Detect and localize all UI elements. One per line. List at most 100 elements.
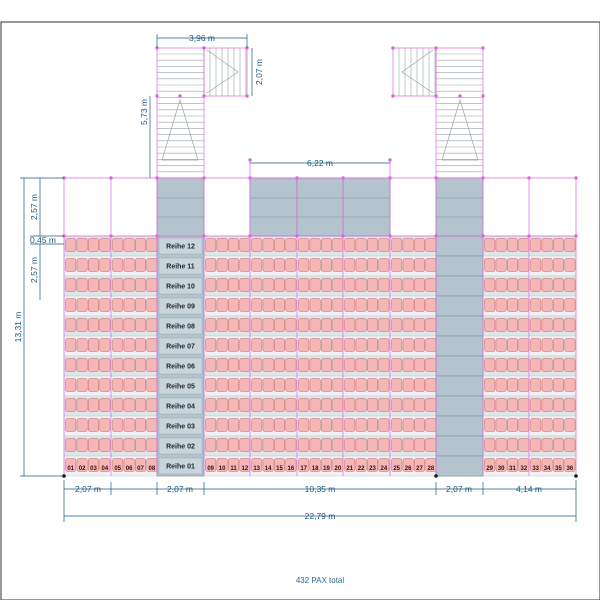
seat: [414, 358, 425, 372]
seat: [507, 398, 518, 412]
seat: [205, 338, 217, 352]
seat: [414, 298, 425, 312]
seat: [553, 338, 564, 352]
seat: [123, 358, 135, 372]
seat: [507, 438, 518, 452]
seat: [321, 318, 332, 332]
seat: [298, 318, 310, 332]
dim-upper-width: 6,22 m: [307, 158, 333, 168]
seat: [274, 338, 285, 352]
seat-number: 20: [335, 466, 342, 472]
seat: [112, 358, 124, 372]
seat: [309, 398, 321, 412]
aisle-cell: [435, 395, 484, 417]
seat: [332, 398, 344, 412]
seat: [309, 318, 321, 332]
seat: [378, 298, 390, 312]
seat: [298, 398, 310, 412]
dim-stair-length: 5,73 m: [139, 99, 149, 125]
seat: [484, 458, 496, 472]
guide-point: [434, 94, 438, 98]
seat: [99, 258, 111, 272]
seat: [530, 258, 542, 272]
seat: [495, 258, 507, 272]
seat: [391, 278, 403, 292]
seat: [274, 418, 285, 432]
seat: [239, 378, 251, 392]
seat: [378, 258, 390, 272]
aisle-cell: [435, 375, 484, 397]
seat: [146, 358, 158, 372]
guide-point: [155, 234, 159, 238]
seat: [530, 338, 542, 352]
seat: [112, 438, 124, 452]
seat: [65, 398, 77, 412]
seat: [484, 338, 496, 352]
seat: [402, 418, 414, 432]
seat: [367, 418, 378, 432]
seat: [355, 438, 367, 452]
seat: [239, 298, 251, 312]
seat: [518, 358, 530, 372]
seat: [495, 318, 507, 332]
seat: [553, 318, 564, 332]
seat: [88, 238, 99, 252]
seat: [321, 258, 332, 272]
row-label: Reihe 05: [166, 384, 195, 391]
seat: [239, 238, 251, 252]
seat: [507, 458, 518, 472]
seat: [495, 298, 507, 312]
seat: [425, 418, 437, 432]
seat: [205, 278, 217, 292]
seat: [402, 318, 414, 332]
seat: [495, 358, 507, 372]
seat: [88, 318, 99, 332]
row-label-box: [158, 237, 203, 255]
seat: [251, 358, 263, 372]
stair-left: [156, 47, 248, 179]
seat: [228, 298, 239, 312]
row-label: Reihe 06: [166, 364, 195, 371]
seat: [262, 298, 274, 312]
seat: [76, 418, 88, 432]
row-label: Reihe 12: [166, 244, 195, 251]
seat: [76, 358, 88, 372]
seat: [123, 418, 135, 432]
seat: [541, 238, 553, 252]
seat: [332, 318, 344, 332]
seat: [344, 378, 356, 392]
seat: [205, 358, 217, 372]
guide-point: [458, 94, 462, 98]
seat: [88, 378, 99, 392]
seat: [425, 338, 437, 352]
guide-point: [155, 176, 159, 180]
seat: [530, 438, 542, 452]
seat: [285, 438, 297, 452]
seat: [344, 438, 356, 452]
seat: [251, 438, 263, 452]
seat: [564, 238, 576, 252]
seat: [332, 238, 344, 252]
seat: [402, 238, 414, 252]
seat: [274, 238, 285, 252]
guide-point: [391, 94, 395, 98]
seat: [285, 318, 297, 332]
seat: [262, 318, 274, 332]
seat: [112, 238, 124, 252]
seat: [76, 278, 88, 292]
seat: [88, 338, 99, 352]
seat: [378, 458, 390, 472]
seat: [344, 258, 356, 272]
seat: [239, 398, 251, 412]
seat: [216, 458, 228, 472]
aisle-cell: [435, 255, 484, 277]
seat: [378, 398, 390, 412]
seat: [332, 438, 344, 452]
seat: [530, 278, 542, 292]
seat: [285, 298, 297, 312]
row-label-box: [158, 397, 203, 415]
seat: [344, 458, 356, 472]
seat-number: 17: [300, 466, 307, 472]
seat: [402, 378, 414, 392]
seat: [309, 458, 321, 472]
